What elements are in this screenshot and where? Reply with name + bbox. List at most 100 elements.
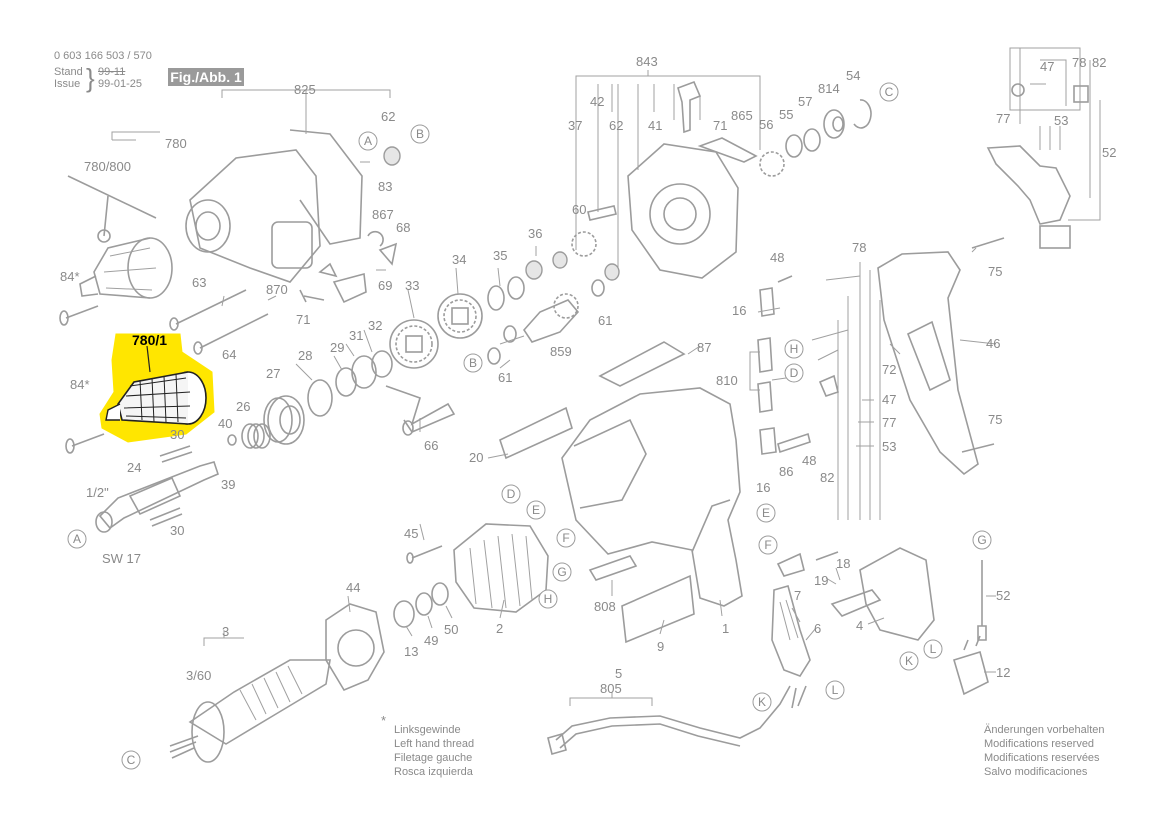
part-label: 867 [372,207,394,222]
part-label: 82 [820,470,834,485]
circle-label: G [552,562,572,582]
svg-text:E: E [762,506,770,520]
circle-label: E [756,503,776,523]
brush-parts-86-48 [777,275,811,454]
part-label: 75 [988,412,1002,427]
bearing-27 [263,395,305,445]
part-label: 6 [814,621,821,636]
callout-leaders [221,84,997,673]
part-label: 53 [882,439,896,454]
gear-33 [389,319,439,369]
part-label: 843 [636,54,658,69]
spring-26 [241,423,271,449]
part-label: 46 [986,336,1000,351]
gear-case-843 [575,70,761,279]
part-label: 54 [846,68,860,83]
part-label: 2 [496,621,503,636]
svg-text:L: L [832,683,839,697]
circle-label: B [463,353,483,373]
part-label: 45 [404,526,418,541]
asterisk-note: * [381,713,387,728]
circle-label: F [556,528,576,548]
chuck-780-1-drawing [105,345,207,425]
part-label: 53 [1054,113,1068,128]
part-label: 26 [236,399,250,414]
wiring-loom [749,262,881,520]
part-label: 33 [405,278,419,293]
part-label: 4 [856,618,863,633]
part-label: 13 [404,644,418,659]
circle-label: A [67,529,87,549]
part-label: 1/2" [86,485,109,500]
circle-label: C [121,750,141,770]
part-label: 50 [444,622,458,637]
circle-label: G [972,530,992,550]
rings-28-29-31-32 [227,350,393,446]
part-label: 29 [330,340,344,355]
plug-12 [953,635,989,696]
circle-label: A [358,131,378,151]
stand-old-date: 99-11 [98,66,126,78]
part-label: 36 [528,226,542,241]
note-line: Filetage gauche [394,752,473,764]
part-label: 56 [759,117,773,132]
part-label: 810 [716,373,738,388]
svg-text:K: K [905,654,913,668]
svg-text:F: F [562,531,569,545]
part-label: 63 [192,275,206,290]
highlight-label: 780/1 [132,332,167,348]
note-line: Left hand thread [394,738,475,750]
screw-45 [406,545,443,564]
part-label: 7 [794,588,801,603]
wire-ends-k-l [791,685,807,709]
part-label: 55 [779,107,793,122]
part-label: 44 [346,580,360,595]
figure-badge: Fig./Abb. 1 [168,68,244,86]
chuck-780 [67,131,173,299]
part-label: 865 [731,108,753,123]
part-label: 82 [1092,55,1106,70]
part-label: 78 [852,240,866,255]
circle-label: B [410,124,430,144]
circle-label: D [784,363,804,383]
handle-46 [877,237,1005,476]
part-label: 52 [1102,145,1116,160]
part-label: 47 [882,392,896,407]
part-label: 61 [598,313,612,328]
svg-text:C: C [885,85,894,99]
part-label: 71 [296,312,310,327]
spindle-24 [95,445,219,533]
circle-label: K [899,651,919,671]
stand-label: Stand [54,66,83,78]
svg-text:H: H [544,592,553,606]
part-label: 35 [493,248,507,263]
part-label: 62 [609,118,623,133]
part-label: 77 [882,415,896,430]
part-label: 825 [294,82,316,97]
part-label: 27 [266,366,280,381]
svg-text:E: E [532,503,540,517]
field-coil-2 [453,523,549,613]
part-label: 62 [381,109,395,124]
part-label: 68 [396,220,410,235]
part-label: 60 [572,202,586,217]
cable-guard-6-7 [771,585,811,677]
gear-34 [437,293,483,339]
part-label: 3 [222,624,229,639]
part-label: 9 [657,639,664,654]
part-label: 64 [222,347,236,362]
lever-66 [385,385,456,436]
circle-label: K [752,692,772,712]
wiring-schematic [986,47,1101,249]
circle-label: F [758,535,778,555]
switch-4 [776,547,935,641]
rings-35-36 [487,260,543,311]
part-number: 0 603 166 503 / 570 [54,50,152,62]
circle-label: H [538,589,558,609]
fan-baffle-44 [325,603,385,692]
part-label: 52 [996,588,1010,603]
circle-label: L [825,680,845,700]
issue-label: Issue [54,78,81,90]
part-label: 42 [590,94,604,109]
